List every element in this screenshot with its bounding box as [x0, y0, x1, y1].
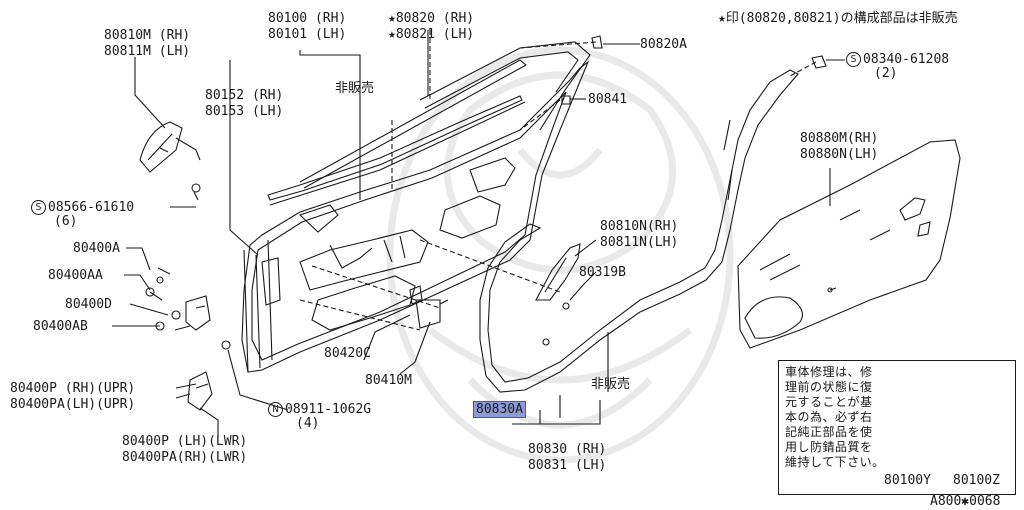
label-80831: 80831 (LH) — [528, 458, 607, 473]
label-80420c: 80420C — [324, 346, 371, 361]
mirror-assembly — [139, 121, 201, 201]
label-80410m: 80410M — [365, 373, 412, 388]
label-80810m: 80810M (RH) — [104, 28, 191, 43]
label-80820a: 80820A — [640, 37, 687, 52]
label-not-sold-1: 非販売 — [335, 81, 375, 96]
label-80810n: 80810N(RH) — [600, 219, 679, 234]
label-not-sold-2: 非販売 — [591, 377, 631, 392]
hinge-lower — [187, 340, 231, 411]
label-08911-part: 08911-1062G — [285, 402, 372, 417]
label-80880n: 80880N(LH) — [800, 147, 879, 162]
label-80830a-highlight[interactable]: 80830A — [473, 401, 526, 418]
label-80400pa-lwr: 80400PA(RH)(LWR) — [122, 450, 248, 465]
label-08566-qty: (6) — [54, 214, 78, 229]
hinge-upper — [145, 267, 211, 331]
label-80821: ★80821 (LH) — [388, 27, 475, 42]
label-08566-part: 08566-61610 — [48, 200, 135, 215]
label-80400p-lwr: 80400P (LH)(LWR) — [122, 434, 248, 449]
label-80153: 80153 (LH) — [205, 104, 284, 119]
label-80811m: 80811M (LH) — [104, 44, 191, 59]
label-80811n: 80811N(LH) — [600, 235, 679, 250]
weatherstrip-inner — [479, 69, 799, 393]
door-shell — [241, 60, 590, 373]
label-80100: 80100 (RH) — [268, 11, 347, 26]
label-80100y: 80100Y — [884, 473, 931, 488]
label-08911-qty: (4) — [296, 416, 320, 431]
label-80830: 80830 (RH) — [528, 442, 607, 457]
s-symbol: S — [846, 52, 861, 67]
label-80400a: 80400A — [73, 241, 120, 256]
door-trim-panel — [737, 139, 961, 349]
n-symbol: N — [268, 402, 283, 417]
label-80400pa-upr: 80400PA(LH)(UPR) — [10, 397, 136, 412]
belt-molding — [267, 95, 523, 201]
label-80820: ★80820 (RH) — [388, 11, 475, 26]
label-80400ab: 80400AB — [33, 319, 88, 334]
label-08340-part: 08340-61208 — [863, 52, 950, 67]
repair-note-box: 車体修理は、修 理前の状態に復 元することが基 本の為、必ず右 記純正部品を使 … — [778, 360, 1016, 495]
label-80101: 80101 (LH) — [268, 27, 347, 42]
label-08340-qty: (2) — [874, 66, 898, 81]
mirror-inner-cover — [535, 243, 581, 301]
label-80400aa: 80400AA — [48, 268, 103, 283]
label-80841: 80841 — [588, 92, 628, 107]
label-80880m: 80880M(RH) — [800, 131, 879, 146]
label-80400d: 80400D — [65, 297, 112, 312]
note-top: ★印(80820,80821)の構成部品は非販売 — [718, 11, 958, 26]
repair-note-text: 車体修理は、修 理前の状態に復 元することが基 本の為、必ず右 記純正部品を使 … — [785, 365, 885, 469]
diagram-code: A800✱0068 — [930, 494, 1001, 509]
label-80319b: 80319B — [579, 265, 626, 280]
label-80100z: 80100Z — [953, 473, 1000, 488]
s-symbol-2: S — [31, 200, 46, 215]
watermark-crest — [386, 46, 734, 464]
label-80152: 80152 (RH) — [205, 88, 284, 103]
label-80400p-upr: 80400P (RH)(UPR) — [10, 381, 136, 396]
